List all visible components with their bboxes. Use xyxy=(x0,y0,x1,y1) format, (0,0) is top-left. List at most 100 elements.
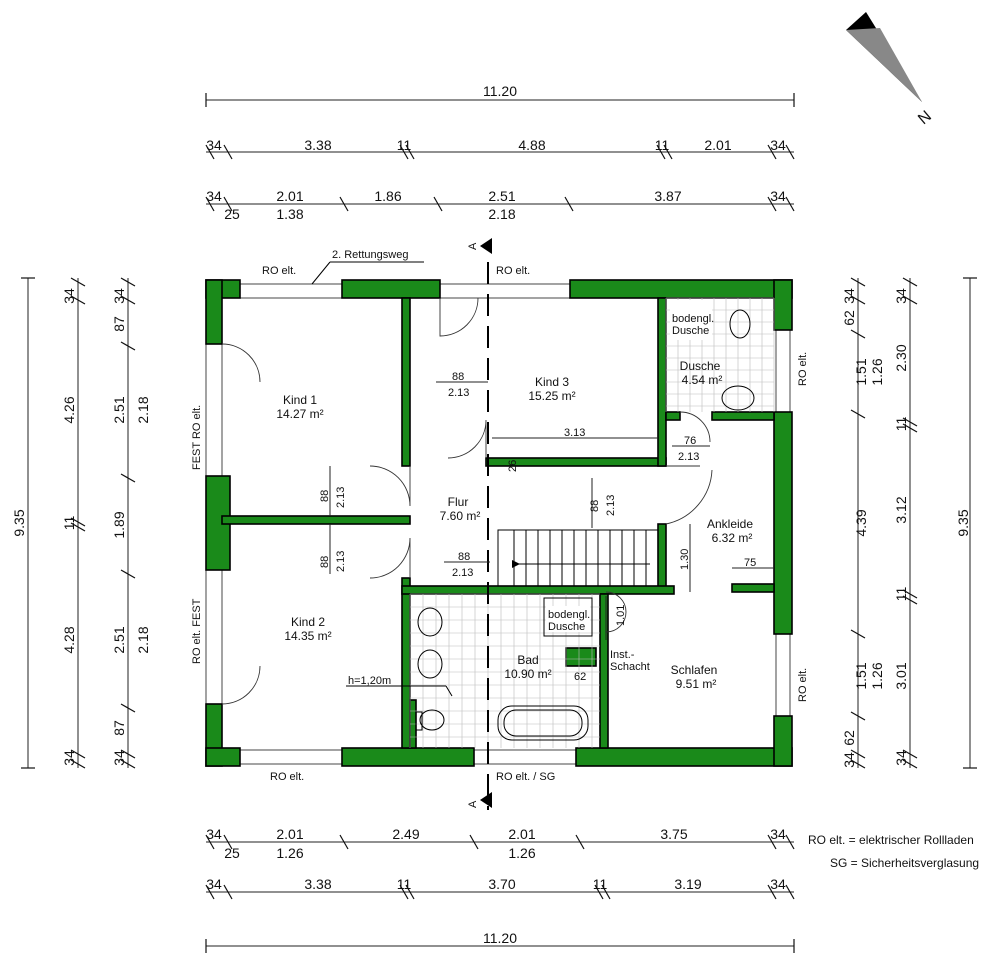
fest-ro-label: FEST RO elt. xyxy=(191,405,203,470)
room-flur-area: 7.60 m² xyxy=(440,509,481,523)
right-c1-end-0: 34 xyxy=(841,288,857,304)
idim-88-fl2: 88 xyxy=(458,551,470,563)
left-c2-0: 34 xyxy=(111,288,127,304)
inst-label-2: Schacht xyxy=(610,661,650,673)
annotations: RO elt. 2. Rettungsweg RO elt. RO elt. R… xyxy=(191,249,809,783)
room-ankleide-area: 6.32 m² xyxy=(712,531,753,545)
left-c2-6: 34 xyxy=(111,750,127,766)
top-r1-2: 11 xyxy=(397,137,412,153)
room-kind2-area: 14.35 m² xyxy=(284,629,331,643)
bot-r1-sub-2: 1.26 xyxy=(508,845,535,861)
north-label: N xyxy=(915,108,935,128)
idim-88-k2: 88 xyxy=(319,556,331,568)
right-c3-6: 34 xyxy=(893,750,909,766)
staircase xyxy=(497,529,659,587)
height-note: h=1,20m xyxy=(348,675,391,687)
top-r1-1: 3.38 xyxy=(304,137,331,153)
room-bad-name: Bad xyxy=(517,653,538,667)
bottom-dimensions: 34 2.01 2.49 2.01 3.75 34 25 1.26 1.26 3… xyxy=(205,826,795,953)
bot-r2-5: 3.19 xyxy=(674,876,701,892)
bad-bodengl-1: bodengl. xyxy=(548,609,590,621)
legend: RO elt. = elektrischer Rollladen SG = Si… xyxy=(808,833,979,870)
bot-r2-6: 34 xyxy=(770,876,786,892)
top-r2-2: 1.86 xyxy=(374,188,401,204)
top-dimensions: 11.20 34 3.38 11 4.88 11 2.01 34 34 2.01… xyxy=(205,83,795,222)
left-c2-1: 87 xyxy=(111,316,127,332)
section-line-a: A A xyxy=(467,238,492,810)
left-c1-0: 34 xyxy=(61,288,77,304)
right-c2-0: 1.26 xyxy=(869,358,885,385)
room-dusche-name: Dusche xyxy=(680,359,721,373)
idim-213-k1: 2.13 xyxy=(335,487,347,508)
top-r1-3: 4.88 xyxy=(518,137,545,153)
left-c1-4: 34 xyxy=(61,750,77,766)
room-kind1-name: Kind 1 xyxy=(283,393,317,407)
legend-line-2: SG = Sicherheitsverglasung xyxy=(830,856,979,870)
top-r2-0: 34 xyxy=(206,188,222,204)
section-label-top: A xyxy=(467,242,479,250)
idim-130: 1.30 xyxy=(679,549,691,570)
dusche-bodengl-2: Dusche xyxy=(672,325,709,337)
idim-62: 62 xyxy=(574,671,586,683)
top-r1-0: 34 xyxy=(206,137,222,153)
bot-r2-3: 3.70 xyxy=(488,876,515,892)
top-r1-5: 2.01 xyxy=(704,137,731,153)
ro-label-top-left: RO elt. xyxy=(262,265,296,277)
left-overall-dim: 9.35 xyxy=(11,509,27,536)
idim-88-k1: 88 xyxy=(319,490,331,502)
left-c1-3: 4.28 xyxy=(61,626,77,653)
idim-213-a: 2.13 xyxy=(678,451,699,463)
bot-r2-4: 11 xyxy=(593,876,608,892)
right-c3-1: 2.30 xyxy=(893,344,909,371)
room-bad-area: 10.90 m² xyxy=(504,667,551,681)
idim-88-fl: 88 xyxy=(589,500,601,512)
left-c1-1: 4.26 xyxy=(61,396,77,423)
left-c2-4: 2.51 xyxy=(111,626,127,653)
bot-r1-0: 34 xyxy=(206,826,222,842)
top-r2-4: 3.87 xyxy=(654,188,681,204)
bot-r1-5: 34 xyxy=(770,826,786,842)
room-kind2-name: Kind 2 xyxy=(291,615,325,629)
idim-3135: 3.13 xyxy=(564,427,585,439)
north-arrow-icon: N xyxy=(846,12,935,128)
bot-r1-3: 2.01 xyxy=(508,826,535,842)
bot-r1-sub-1: 1.26 xyxy=(276,845,303,861)
right-c3-2: 11 xyxy=(893,417,909,432)
right-c1-1: 1.51 xyxy=(853,358,869,385)
left-c2-sub-1: 2.18 xyxy=(135,626,151,653)
left-c2-sub-0: 2.18 xyxy=(135,396,151,423)
windows xyxy=(205,283,791,765)
left-dimensions: 9.35 34 4.26 11 4.28 34 34 87 2.51 1.89 … xyxy=(11,277,151,769)
section-label-bottom: A xyxy=(467,800,479,808)
walls xyxy=(205,279,793,767)
bot-r1-1: 2.01 xyxy=(276,826,303,842)
right-overall-dim: 9.35 xyxy=(955,509,971,536)
ro-sg-label-bottom: RO elt. / SG xyxy=(496,771,555,783)
right-c3-0: 34 xyxy=(893,288,909,304)
room-kind3-area: 15.25 m² xyxy=(528,389,575,403)
idim-213-fl: 2.13 xyxy=(605,495,617,516)
bot-r2-0: 34 xyxy=(206,876,222,892)
right-c1-0: 62 xyxy=(841,310,857,326)
right-c3-5: 3.01 xyxy=(893,662,909,689)
room-kind1-area: 14.27 m² xyxy=(276,407,323,421)
bot-r1-sub-0: 25 xyxy=(224,845,240,861)
right-c3-4: 11 xyxy=(893,587,909,602)
bot-overall-dim: 11.20 xyxy=(483,930,517,946)
idim-101: 1.01 xyxy=(615,605,627,626)
idim-26: 26 xyxy=(507,460,519,472)
idim-76: 76 xyxy=(684,435,696,447)
ro-label-top-center: RO elt. xyxy=(496,265,530,277)
right-c1-3: 1.51 xyxy=(853,662,869,689)
bot-r1-2: 2.49 xyxy=(392,826,419,842)
room-schlafen-name: Schlafen xyxy=(671,663,718,677)
right-c2-1: 1.26 xyxy=(869,662,885,689)
idim-213-k2: 2.13 xyxy=(335,551,347,572)
room-kind3-name: Kind 3 xyxy=(535,375,569,389)
room-flur-name: Flur xyxy=(448,495,469,509)
room-ankleide-name: Ankleide xyxy=(707,517,753,531)
room-dusche-area: 4.54 m² xyxy=(682,373,723,387)
fixtures xyxy=(415,309,755,741)
doors xyxy=(221,297,713,705)
interior-dimensions: 88 2.13 3.13 26 76 2.13 88 2.13 88 2.13 … xyxy=(319,371,774,683)
